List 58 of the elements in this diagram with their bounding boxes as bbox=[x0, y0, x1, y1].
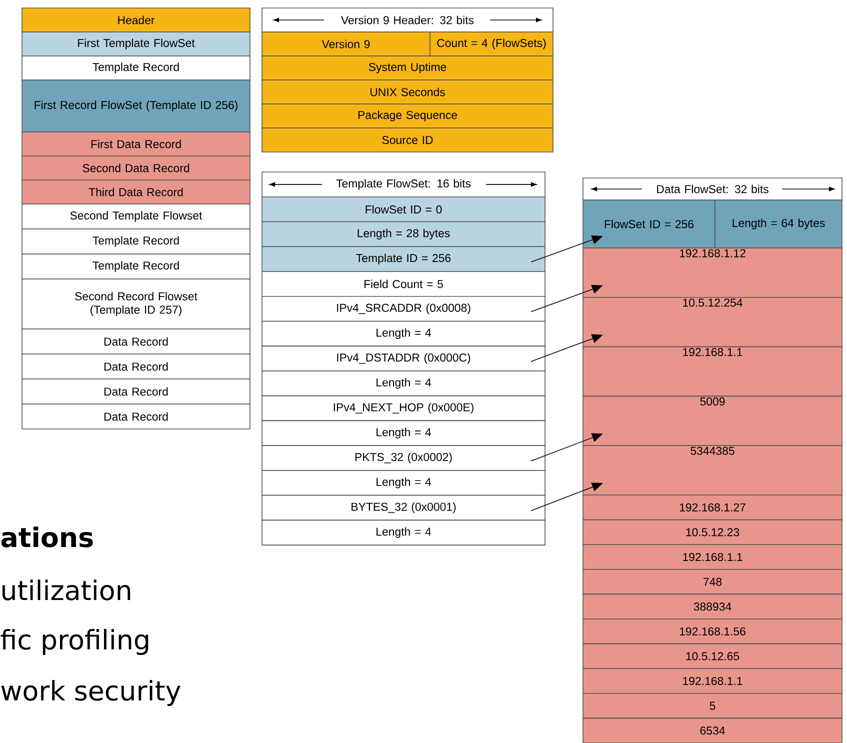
table-cell: Length = 4 bbox=[262, 470, 546, 496]
table-cell: Template Record bbox=[22, 228, 250, 254]
table-cell: 5009 bbox=[582, 396, 842, 446]
table-cell: Second Data Record bbox=[22, 156, 250, 180]
table-cell: 192.168.1.1 bbox=[582, 544, 842, 570]
table-cell: Length = 4 bbox=[262, 320, 546, 346]
table-cell: PKTS_32 (0x0002) bbox=[262, 445, 546, 471]
table-cell: Second Record Flowset (Template ID 257) bbox=[22, 278, 250, 330]
table-cell: 6534 bbox=[582, 718, 842, 743]
table-cell: Length = 4 bbox=[262, 520, 546, 546]
table-cell: 388934 bbox=[582, 594, 842, 620]
table-cell: Second Template Flowset bbox=[22, 204, 250, 230]
table-cell: Template Record bbox=[22, 56, 250, 80]
table-cell: Length = 64 bytes bbox=[714, 200, 842, 248]
table-cell: Data Record bbox=[22, 378, 250, 404]
bullet-text: work security bbox=[1, 680, 180, 706]
table-heading: Data FlowSet: 32 bits bbox=[582, 178, 842, 200]
table-heading: Version 9 Header: 32 bits bbox=[262, 8, 554, 32]
table-cell: 5344385 bbox=[582, 445, 842, 496]
table-cell: FlowSet ID = 256 bbox=[582, 200, 716, 248]
table-cell: Data Record bbox=[22, 328, 250, 354]
table-cell: First Data Record bbox=[22, 132, 250, 156]
table-cell: FlowSet ID = 0 bbox=[262, 196, 546, 222]
table-cell: 192.168.1.12 bbox=[582, 248, 842, 298]
table-cell: Template Record bbox=[22, 254, 250, 280]
table-cell: 10.5.12.65 bbox=[582, 643, 842, 669]
table-cell: 192.168.1.27 bbox=[582, 494, 842, 520]
table-cell: Package Sequence bbox=[262, 104, 554, 128]
table-cell: IPv4_NEXT_HOP (0x000E) bbox=[262, 395, 546, 422]
table-cell: Version 9 bbox=[262, 32, 430, 56]
table-cell: UNIX Seconds bbox=[262, 80, 554, 104]
table-cell: First Template FlowSet bbox=[22, 32, 250, 56]
table-cell: Length = 28 bytes bbox=[262, 221, 546, 248]
bullet-text: fic profiling bbox=[0, 628, 148, 655]
table-cell: Count = 4 (FlowSets) bbox=[430, 32, 554, 56]
table-cell: Third Data Record bbox=[22, 180, 250, 204]
table-cell: IPv4_SRCADDR (0x0008) bbox=[262, 296, 546, 322]
bullet-text: ations bbox=[1, 526, 93, 548]
bullet-text: utilization bbox=[2, 580, 130, 600]
table-cell: First Record FlowSet (Template ID 256) bbox=[22, 80, 250, 132]
table-cell: Field Count = 5 bbox=[262, 271, 546, 297]
table-cell: 10.5.12.23 bbox=[582, 519, 842, 545]
table-cell: Length = 4 bbox=[262, 420, 546, 446]
table-cell: 5 bbox=[582, 693, 842, 719]
table-cell: Header bbox=[22, 8, 250, 32]
table-cell: 192.168.1.1 bbox=[582, 346, 842, 397]
table-cell: 192.168.1.56 bbox=[582, 618, 842, 644]
table-cell: Data Record bbox=[22, 404, 250, 430]
table-heading: Template FlowSet: 16 bits bbox=[262, 172, 546, 198]
table-cell: Source ID bbox=[262, 128, 554, 152]
table-cell: 748 bbox=[582, 569, 842, 595]
table-cell: Data Record bbox=[22, 354, 250, 380]
table-cell: IPv4_DSTADDR (0x000C) bbox=[262, 346, 546, 372]
table-cell: 192.168.1.1 bbox=[582, 668, 842, 694]
table-cell: 10.5.12.254 bbox=[582, 297, 842, 348]
table-cell: Length = 4 bbox=[262, 370, 546, 396]
table-cell: BYTES_32 (0x0001) bbox=[262, 494, 546, 521]
table-cell: Template ID = 256 bbox=[262, 246, 546, 272]
